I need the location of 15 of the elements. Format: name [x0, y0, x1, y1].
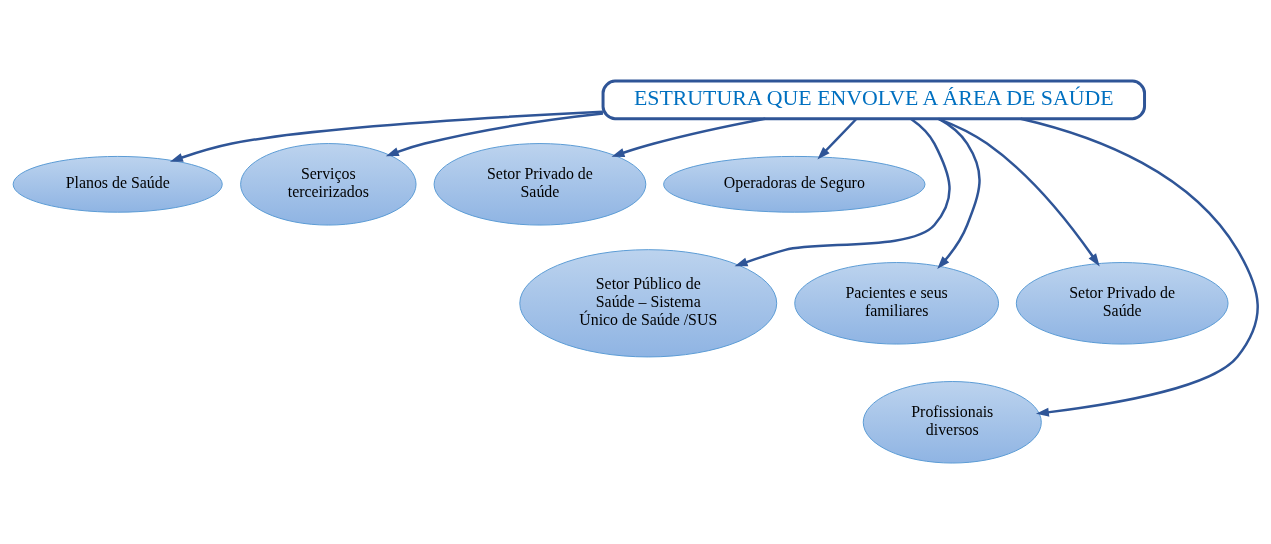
- node-ellipse: Setor Privado de Saúde: [433, 143, 647, 226]
- node-ellipse: Setor Público de Saúde – Sistema Único de Saúde /SUS: [519, 249, 778, 358]
- arrow: [817, 117, 858, 160]
- arrow: [1020, 117, 1259, 417]
- arrow: [937, 117, 1100, 267]
- node-ellipse: Profissionais diversos: [862, 381, 1042, 464]
- node-ellipse: Setor Privado de Saúde: [1015, 262, 1229, 345]
- node-ellipse: Operadoras de Seguro: [663, 155, 926, 213]
- arrow: [734, 117, 951, 267]
- arrow: [611, 117, 766, 157]
- node-ellipse: Pacientes e seus familiares: [794, 262, 1000, 345]
- node-box: ESTRUTURA QUE ENVOLVE A ÁREA DE SAÚDE: [601, 79, 1146, 121]
- arrow: [169, 110, 603, 162]
- arrow: [385, 112, 604, 157]
- node-ellipse: Serviços terceirizados: [240, 143, 417, 226]
